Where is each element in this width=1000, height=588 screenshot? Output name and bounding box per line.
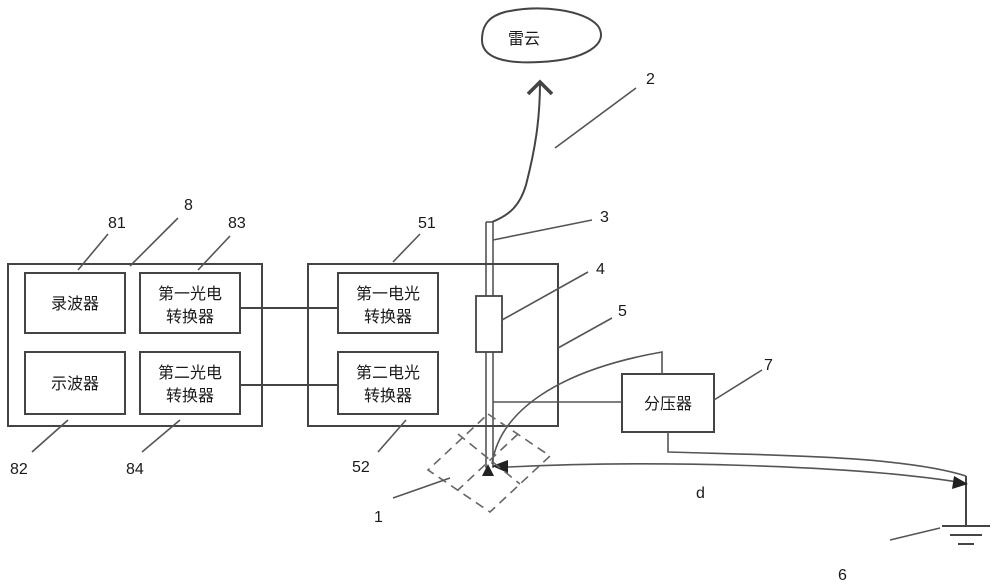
electro-optic-enclosure [307,263,559,427]
cloud-label: 雷云 [508,29,540,48]
label-51: 51 [418,215,436,232]
recorder-label: 录波器 [51,294,99,313]
second-oe-converter-line1: 第二光电 [158,363,222,382]
lightning-path [491,79,554,223]
label-84: 84 [126,461,144,478]
label-5: 5 [618,303,627,320]
label-8: 8 [184,197,193,214]
measurement-unit [7,263,263,427]
second-oe-converter-line2: 转换器 [166,386,214,405]
label-7: 7 [764,357,773,374]
label-81: 81 [108,215,126,232]
divider-feed-wire [491,351,663,465]
second-eo-converter-box: 第二电光 转换器 [337,351,439,415]
first-oe-converter-box: 第一光电 转换器 [139,272,241,334]
label-82: 82 [10,461,28,478]
first-eo-converter-line1: 第一电光 [356,284,420,303]
label-4: 4 [596,261,605,278]
leader-lines [31,87,941,541]
distance-arrow [492,460,968,489]
label-52: 52 [352,459,370,476]
voltage-divider-label: 分压器 [644,394,692,413]
first-eo-converter-box: 第一电光 转换器 [337,272,439,334]
label-83: 83 [228,215,246,232]
ground-wire [667,432,967,477]
thundercloud: 雷云 [480,7,602,64]
sensor-element [475,295,503,353]
label-1: 1 [374,509,383,526]
label-6: 6 [838,567,847,584]
first-oe-converter-line2: 转换器 [166,307,214,326]
label-d: d [696,485,705,502]
recorder-box: 录波器 [24,272,126,334]
second-eo-converter-line2: 转换器 [364,386,412,405]
voltage-divider-box: 分压器 [621,373,715,433]
ground-symbol [942,476,990,545]
second-eo-converter-line1: 第二电光 [356,363,420,382]
oscilloscope-label: 示波器 [51,374,99,393]
label-3: 3 [600,209,609,226]
second-oe-converter-box: 第二光电 转换器 [139,351,241,415]
label-2: 2 [646,71,655,88]
first-oe-converter-line1: 第一光电 [158,284,222,303]
first-eo-converter-line2: 转换器 [364,307,412,326]
oscilloscope-box: 示波器 [24,351,126,415]
ground-contact-area [426,412,552,514]
